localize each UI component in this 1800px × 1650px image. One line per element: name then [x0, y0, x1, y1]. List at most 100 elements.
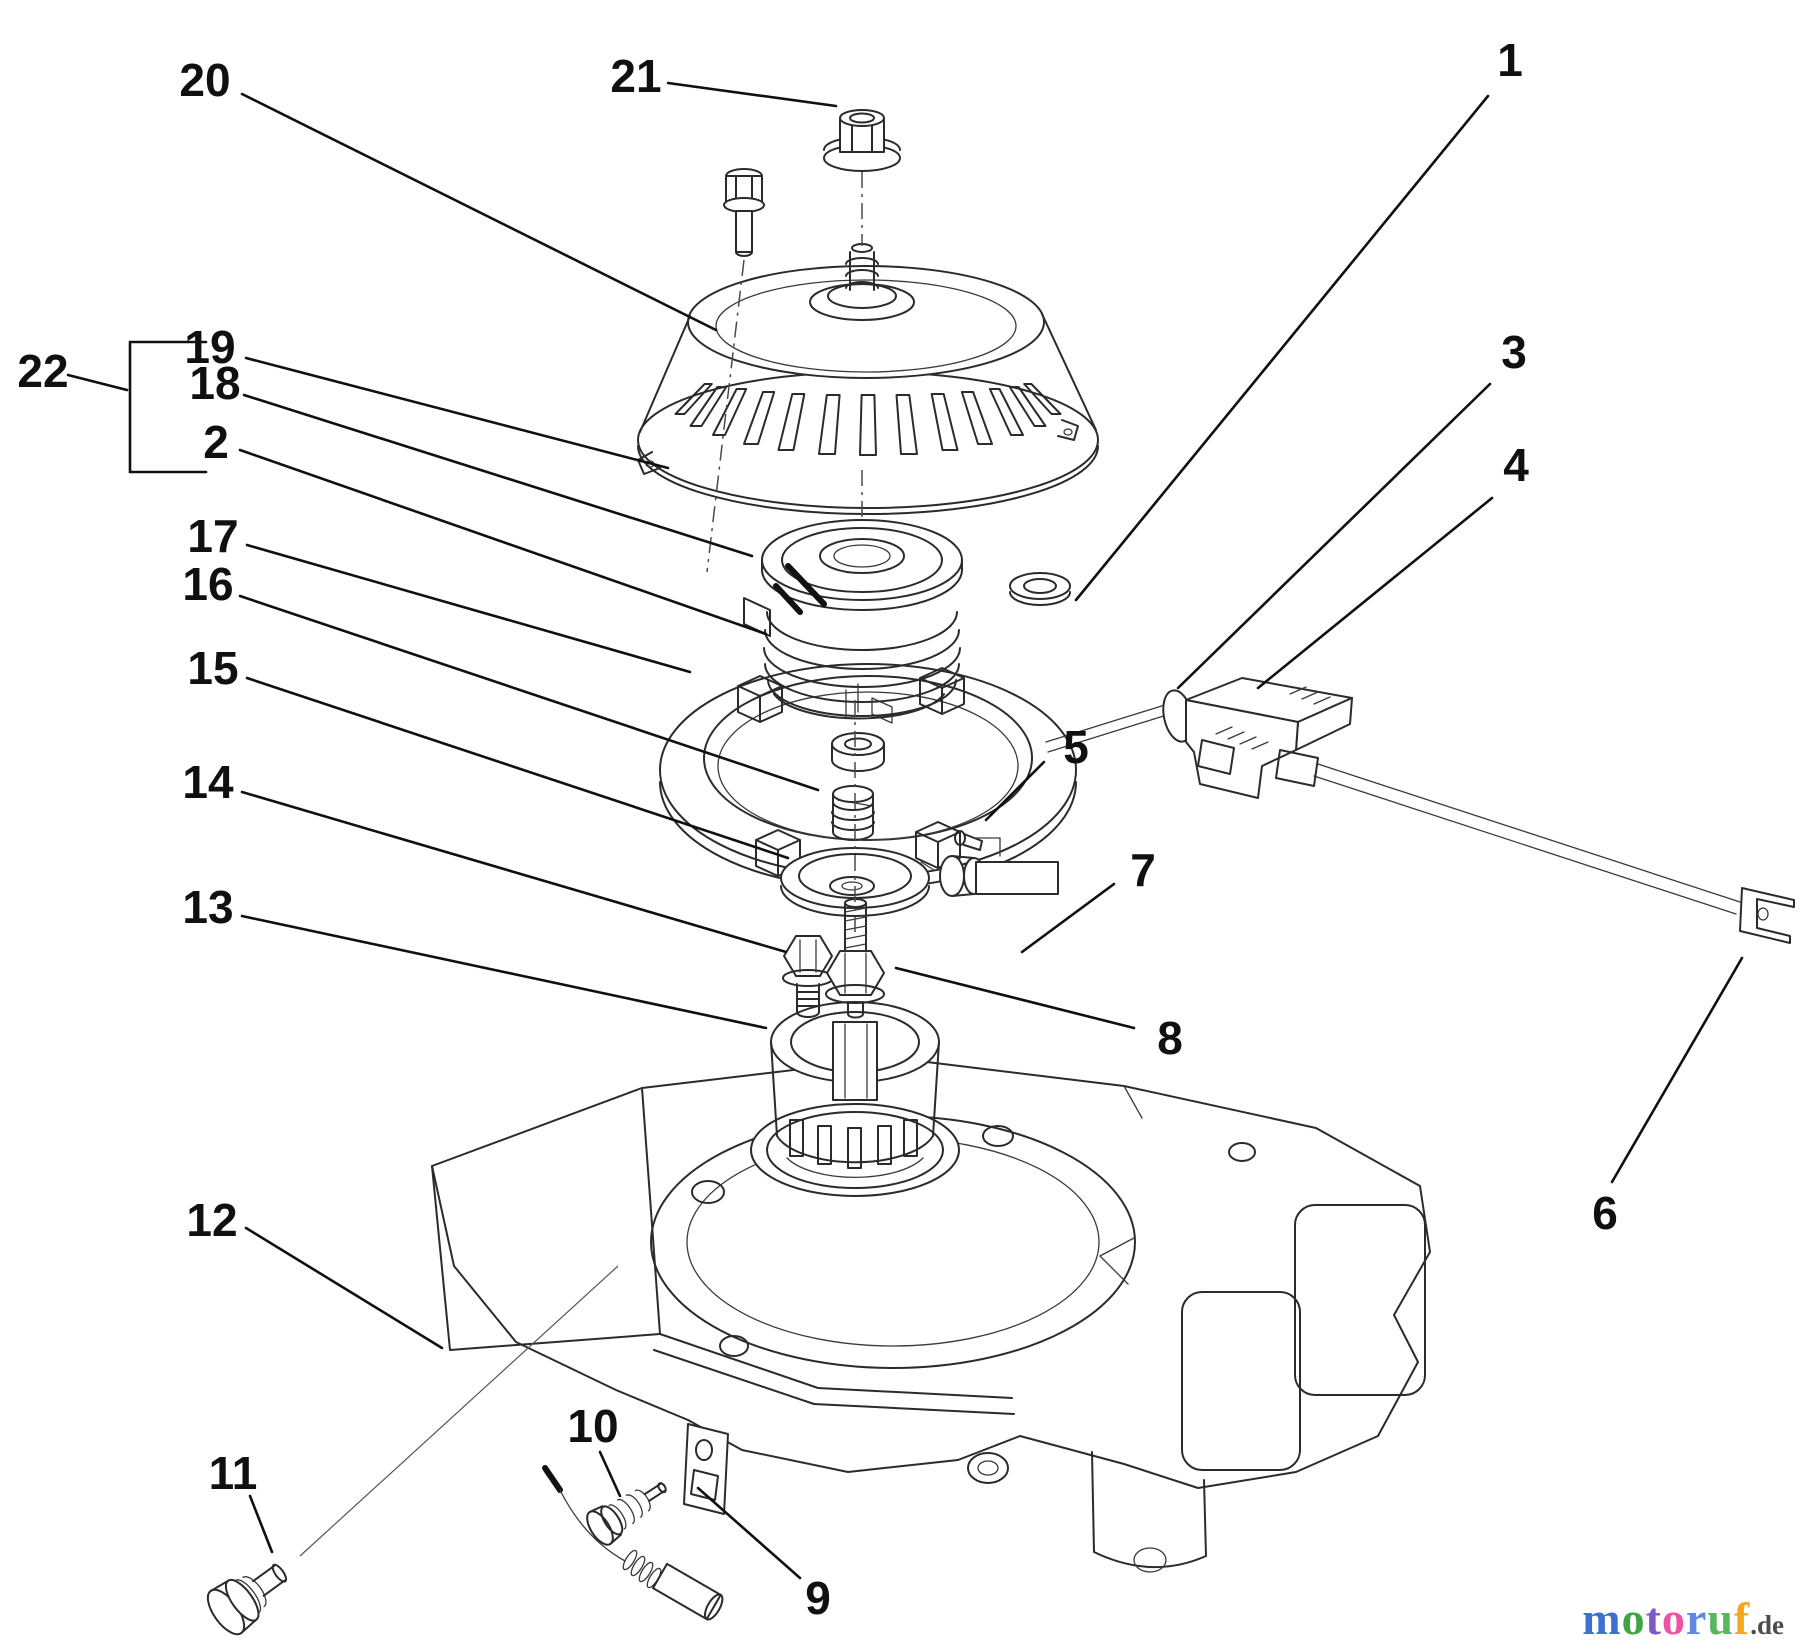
callout-17-leader-line: [245, 543, 692, 674]
part-19-recoil-cover-drawing: [637, 243, 1099, 515]
callout-7: 7: [1020, 844, 1156, 954]
callout-2-leader-line: [238, 448, 768, 636]
callout-6-number: 6: [1592, 1187, 1618, 1239]
part-16-spring-drawing: [831, 785, 875, 841]
callout-9-leader-line: [696, 1486, 802, 1580]
part-17-starter-base-ring-drawing: [659, 663, 1077, 889]
part-4-starter-handle-drawing: [1162, 677, 1353, 799]
part-20-mounting-bolt-drawing: [723, 168, 765, 257]
logo-letter-f: f: [1733, 1593, 1751, 1644]
screw-11-axis-line: [299, 1265, 619, 1557]
callout-14-number: 14: [182, 756, 234, 808]
callout-22-leader-line: [128, 340, 208, 474]
callout-20: 20: [179, 54, 718, 332]
callout-4-number: 4: [1503, 439, 1529, 491]
callout-20-leader-line: [240, 92, 718, 332]
callout-5-leader-line: [984, 760, 1046, 822]
motoruf-logo-suffix: .de: [1750, 1610, 1784, 1640]
callout-17: 17: [187, 510, 692, 674]
callout-15-leader-line: [245, 676, 790, 860]
callout-4-leader-line: [1256, 496, 1494, 690]
callout-13: 13: [182, 881, 768, 1030]
callout-3: 3: [1176, 326, 1527, 690]
callout-21: 21: [610, 50, 838, 108]
callout-16-number: 16: [182, 558, 233, 610]
callout-4: 4: [1256, 439, 1529, 690]
callout-13-leader-line: [240, 914, 768, 1030]
callout-12-leader-line: [244, 1226, 444, 1350]
callout-7-leader-line: [1020, 882, 1116, 954]
callout-1: 1: [1074, 34, 1523, 602]
callout-18: 18: [189, 357, 754, 558]
part-15-friction-cup-drawing: [780, 847, 935, 917]
callout-16: 16: [182, 558, 820, 792]
pawl-cylinder-and-plate-drawing: [939, 855, 1059, 897]
callout-7-number: 7: [1130, 844, 1156, 896]
logo-letter-m: m: [1582, 1593, 1622, 1644]
callout-5-number: 5: [1063, 721, 1089, 773]
callout-15-number: 15: [187, 642, 238, 694]
callout-2-number: 2: [203, 416, 229, 468]
callout-11-number: 11: [209, 1447, 258, 1499]
cover-vent-slots: [674, 383, 1062, 456]
logo-letter-r: r: [1685, 1593, 1708, 1644]
part-13-starter-cup-drawing: [770, 1001, 940, 1178]
callout-1-leader-line: [1074, 94, 1490, 602]
callout-14: 14: [182, 756, 788, 954]
callout-8: 8: [894, 966, 1183, 1064]
callout-10: 10: [567, 1400, 622, 1498]
callout-16-leader-line: [238, 594, 820, 792]
callout-3-leader-line: [1176, 382, 1492, 690]
callout-5: 5: [984, 721, 1089, 822]
callout-18-leader-line: [242, 393, 754, 558]
logo-letter-o: o: [1621, 1593, 1646, 1644]
logo-letter-o: o: [1661, 1593, 1686, 1644]
callout-6-leader-line: [1610, 956, 1744, 1184]
callout-8-number: 8: [1157, 1012, 1183, 1064]
callout-10-number: 10: [567, 1400, 618, 1452]
callout-3-number: 3: [1501, 326, 1527, 378]
callout-12: 12: [186, 1194, 444, 1350]
callout-12-number: 12: [186, 1194, 237, 1246]
part-18-rope-pulley-drawing: [743, 519, 963, 720]
callout-8-leader-line: [894, 966, 1136, 1030]
callout-22-number: 22: [17, 345, 68, 397]
part-drawings: [206, 109, 1795, 1636]
ignition-wire-drawing: [542, 1465, 724, 1621]
callout-19-number: 19: [184, 321, 235, 373]
part-12-blower-housing-drawing: [431, 1057, 1431, 1573]
callout-1-number: 1: [1497, 34, 1523, 86]
part-9-bracket-drawing: [683, 1423, 729, 1515]
logo-letter-t: t: [1645, 1593, 1662, 1644]
part-10-screw-with-spring-drawing: [586, 1482, 667, 1546]
logo-letter-u: u: [1707, 1593, 1734, 1644]
callout-22: 22: [17, 340, 208, 474]
callout-9-number: 9: [805, 1572, 831, 1624]
callout-15: 15: [187, 642, 790, 860]
part-2-recoil-spring-coils: [763, 611, 961, 720]
callout-10-leader-line: [598, 1450, 622, 1498]
motoruf-logo: motoruf.de: [1582, 1596, 1784, 1642]
callout-9: 9: [696, 1486, 831, 1624]
callout-11: 11: [209, 1447, 274, 1554]
callout-20-number: 20: [179, 54, 230, 106]
callout-21-leader-line: [666, 81, 838, 108]
motoruf-logo-word: motoruf: [1582, 1593, 1750, 1644]
callout-13-number: 13: [182, 881, 233, 933]
callout-22-leader-line: [66, 373, 129, 392]
centerlines: [299, 172, 863, 1557]
part-6-rope-clip-drawing: [1739, 887, 1795, 944]
callout-11-leader-line: [248, 1494, 274, 1554]
part-1-washer-drawing: [1009, 572, 1071, 606]
callout-21-number: 21: [610, 50, 661, 102]
callout-19: 19: [184, 321, 670, 470]
part-5-screw-drawing: [954, 830, 1001, 857]
callout-2: 2: [203, 416, 768, 636]
callout-17-number: 17: [187, 510, 238, 562]
housing-starter-collar: [750, 1103, 960, 1197]
part-21-flange-nut-drawing: [823, 109, 901, 172]
part-3-starter-rope-drawing: [1045, 703, 1741, 915]
